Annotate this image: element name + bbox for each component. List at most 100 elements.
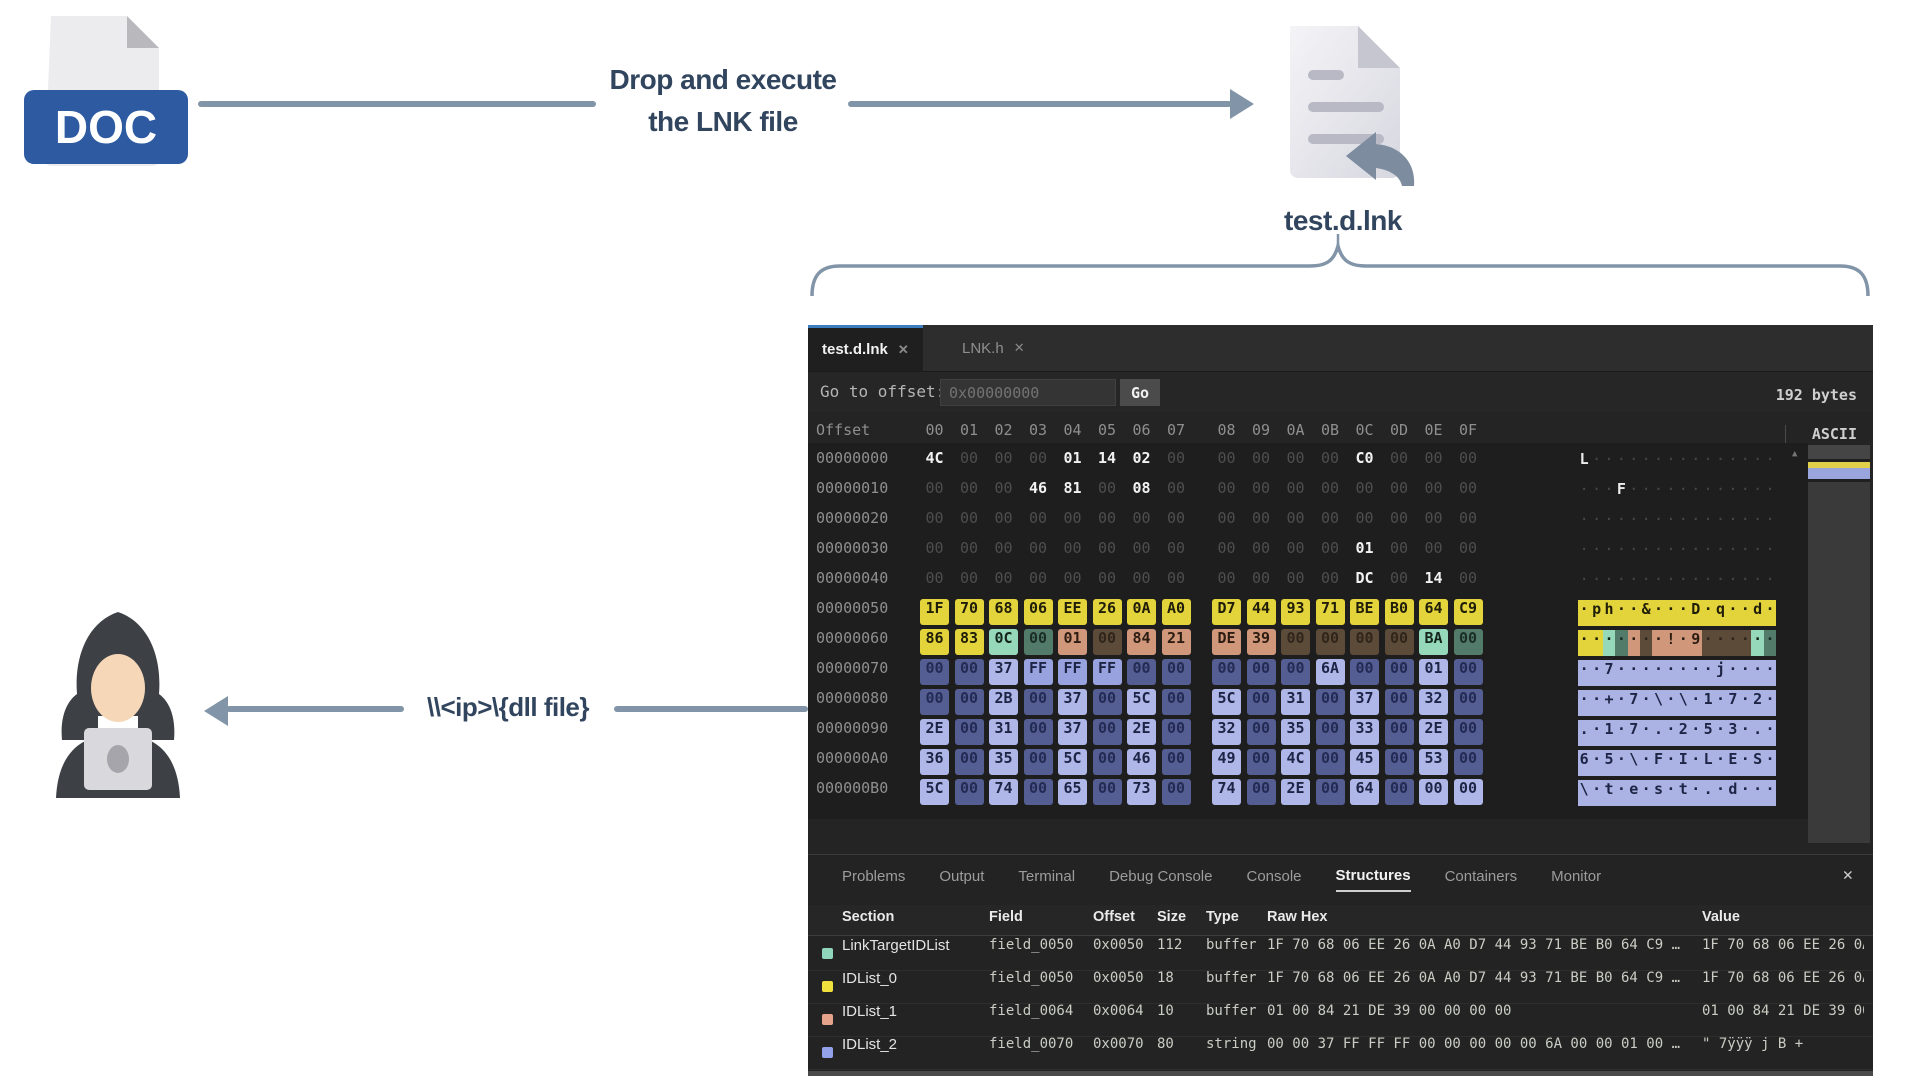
hex-byte-cell[interactable]: 37 [989, 659, 1018, 685]
ascii-char[interactable]: · [1715, 540, 1725, 558]
hex-byte-cell[interactable]: 84 [1127, 629, 1156, 655]
hex-byte-cell[interactable]: 00 [1063, 509, 1082, 527]
hex-byte-cell[interactable]: 86 [920, 629, 949, 655]
ascii-char[interactable]: · [1703, 540, 1713, 558]
hex-byte-cell[interactable]: 0A [1127, 599, 1156, 625]
ascii-char[interactable]: · [1616, 450, 1626, 468]
hex-byte-cell[interactable]: 00 [1251, 569, 1271, 587]
hex-byte-cell[interactable]: 00 [1246, 779, 1276, 805]
ascii-char[interactable]: · [1740, 540, 1750, 558]
hex-byte-cell[interactable]: 01 [1063, 449, 1082, 467]
hex-byte-cell[interactable]: 00 [1023, 689, 1053, 715]
hex-byte-cell[interactable]: 00 [1286, 509, 1305, 527]
ascii-char[interactable]: · [1765, 570, 1775, 588]
hex-byte-cell[interactable]: 00 [959, 479, 979, 497]
ascii-char[interactable]: · [1751, 630, 1764, 656]
hex-byte-cell[interactable]: 00 [1453, 749, 1483, 775]
ascii-char[interactable]: · [1578, 690, 1591, 716]
hex-byte-cell[interactable]: 00 [925, 569, 944, 587]
hex-byte-cell[interactable]: 00 [1384, 749, 1414, 775]
ascii-char[interactable]: \ [1578, 780, 1591, 806]
hex-byte-cell[interactable]: 08 [1132, 479, 1151, 497]
ascii-char[interactable]: · [1740, 570, 1750, 588]
hex-byte-cell[interactable]: 4C [1281, 749, 1310, 775]
panel-tab-problems[interactable]: Problems [842, 867, 906, 885]
hex-byte-cell[interactable]: 5C [1058, 749, 1087, 775]
ascii-char[interactable]: · [1739, 780, 1752, 806]
ascii-char[interactable]: · [1751, 780, 1764, 806]
ascii-char[interactable]: 7 [1627, 720, 1640, 746]
hex-byte-cell[interactable]: 00 [1161, 779, 1191, 805]
hex-byte-cell[interactable]: 00 [1424, 449, 1443, 467]
hex-byte-cell[interactable]: 00 [1092, 749, 1122, 775]
ascii-char[interactable]: · [1666, 540, 1676, 558]
hex-byte-cell[interactable]: 00 [954, 659, 984, 685]
ascii-char[interactable]: · [1641, 480, 1651, 498]
hex-byte-cell[interactable]: 00 [1286, 569, 1305, 587]
ascii-char[interactable]: I [1677, 750, 1690, 776]
ascii-char[interactable]: · [1654, 510, 1664, 528]
ascii-char[interactable]: 2 [1751, 690, 1764, 716]
ascii-char[interactable]: · [1590, 630, 1603, 656]
hex-byte-cell[interactable]: 02 [1132, 449, 1151, 467]
ascii-char[interactable]: · [1677, 660, 1690, 686]
ascii-char[interactable]: · [1703, 450, 1713, 468]
hex-byte-cell[interactable]: 00 [1458, 509, 1478, 527]
ascii-char[interactable]: · [1639, 660, 1653, 686]
hex-byte-cell[interactable]: 00 [1097, 539, 1117, 557]
ascii-char[interactable]: · [1726, 600, 1740, 626]
ascii-char[interactable]: · [1728, 570, 1738, 588]
hex-byte-cell[interactable]: 00 [954, 749, 984, 775]
hex-byte-cell[interactable]: 00 [1028, 449, 1048, 467]
ascii-char[interactable]: · [1615, 750, 1628, 776]
hex-byte-cell[interactable]: 00 [959, 509, 979, 527]
ascii-char[interactable]: · [1740, 480, 1750, 498]
hex-byte-cell[interactable]: 00 [1166, 569, 1186, 587]
hex-byte-cell[interactable]: 00 [994, 539, 1013, 557]
ascii-char[interactable]: · [1751, 660, 1764, 686]
ascii-char[interactable]: · [1714, 630, 1727, 656]
ascii-char[interactable]: . [1578, 720, 1591, 746]
hex-byte-cell[interactable]: 01 [1355, 539, 1374, 557]
ascii-char[interactable]: · [1689, 750, 1702, 776]
hex-byte-cell[interactable]: 00 [1453, 779, 1483, 805]
ascii-char[interactable]: · [1753, 510, 1763, 528]
hex-byte-cell[interactable]: 46 [1127, 749, 1156, 775]
ascii-char[interactable]: 1 [1701, 690, 1715, 716]
ascii-char[interactable]: · [1615, 780, 1628, 806]
hex-byte-cell[interactable]: 00 [994, 509, 1013, 527]
hex-byte-cell[interactable]: 00 [1286, 479, 1305, 497]
hex-byte-cell[interactable]: A0 [1161, 599, 1191, 625]
hex-byte-cell[interactable]: 32 [1212, 719, 1241, 745]
hex-byte-cell[interactable]: 00 [1217, 509, 1236, 527]
hex-byte-cell[interactable]: 00 [1286, 449, 1305, 467]
ascii-char[interactable]: · [1579, 510, 1589, 528]
ascii-char[interactable]: 1 [1602, 720, 1616, 746]
scroll-up-icon[interactable]: ▲ [1792, 449, 1798, 459]
hex-byte-cell[interactable]: 68 [989, 599, 1018, 625]
hex-byte-cell[interactable]: 00 [1132, 509, 1151, 527]
ascii-char[interactable]: 3 [1726, 720, 1740, 746]
hex-byte-cell[interactable]: 00 [1092, 719, 1122, 745]
ascii-char[interactable]: · [1739, 750, 1752, 776]
ascii-char[interactable]: · [1604, 570, 1614, 588]
hex-byte-cell[interactable]: 00 [1097, 569, 1117, 587]
ascii-char[interactable]: · [1590, 720, 1603, 746]
hex-byte-cell[interactable]: 81 [1063, 479, 1082, 497]
ascii-char[interactable]: L [1579, 450, 1589, 468]
ascii-char[interactable]: · [1664, 660, 1678, 686]
ascii-char[interactable]: e [1627, 780, 1640, 806]
hex-byte-cell[interactable]: 74 [989, 779, 1018, 805]
ascii-char[interactable]: · [1726, 660, 1740, 686]
hex-byte-cell[interactable]: 00 [1281, 659, 1310, 685]
ascii-char[interactable]: 2 [1677, 720, 1690, 746]
ascii-char[interactable]: · [1639, 780, 1653, 806]
ascii-char[interactable]: · [1664, 600, 1678, 626]
hex-byte-cell[interactable]: 00 [1320, 509, 1340, 527]
ascii-char[interactable]: · [1763, 600, 1777, 626]
ascii-char[interactable]: \ [1677, 690, 1690, 716]
ascii-char[interactable]: q [1714, 600, 1727, 626]
ascii-char[interactable]: 6 [1578, 750, 1591, 776]
ascii-char[interactable]: · [1678, 570, 1688, 588]
hex-byte-cell[interactable]: 00 [1389, 539, 1409, 557]
